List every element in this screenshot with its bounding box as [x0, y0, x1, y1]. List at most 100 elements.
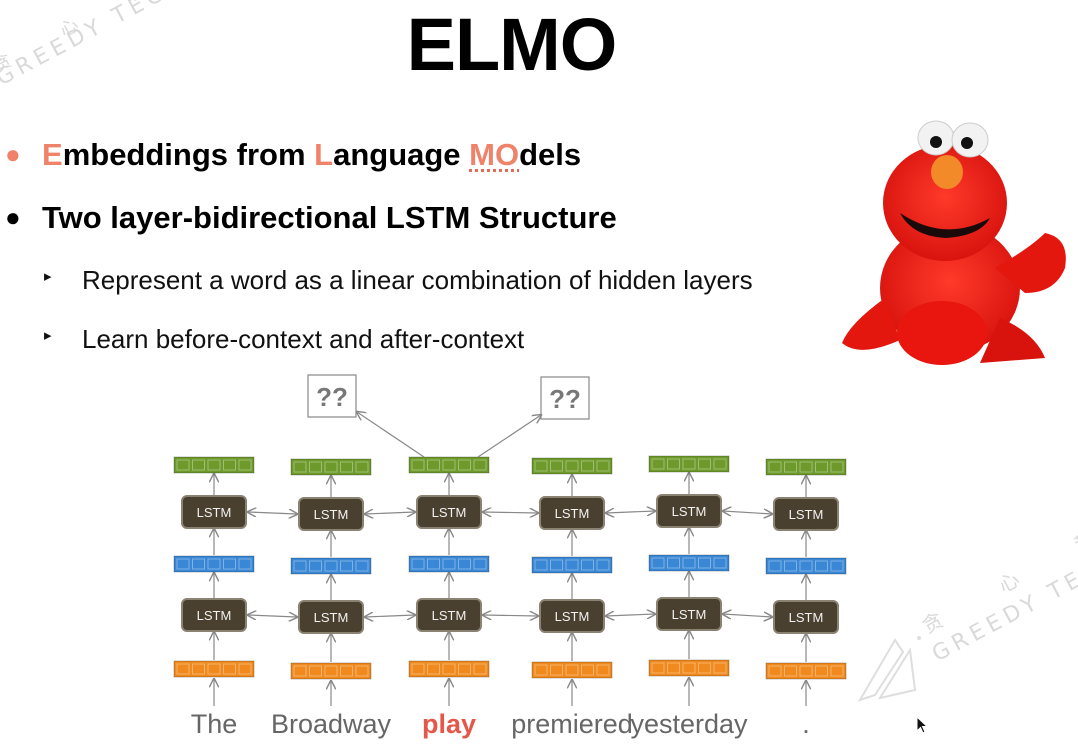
bullet-text: Two layer-bidirectional LSTM Structure	[42, 200, 617, 235]
acronym-letters-mo: MO	[469, 137, 520, 172]
lstm-layer2-bidir-arrow	[248, 512, 297, 514]
slide-title: ELMO	[406, 3, 618, 86]
triangle-bullet-icon: ▸	[44, 268, 52, 285]
lstm-layer1-bidir-arrow	[606, 614, 655, 616]
hidden-vector-cell	[442, 558, 456, 570]
text-fragment: dels	[519, 137, 582, 172]
output-vector-cell	[340, 461, 353, 473]
output-vector-cell	[581, 460, 594, 472]
embedding-vector-cell	[473, 663, 487, 675]
hidden-vector-cell	[207, 558, 221, 570]
embedding-vector-cell	[238, 663, 252, 675]
text-fragment: anguage	[333, 137, 470, 172]
lstm-layer2-cell	[298, 497, 364, 531]
output-prediction-label: ??	[549, 384, 581, 414]
hidden-vector-cell	[667, 557, 680, 569]
embedding-vector-cell	[565, 664, 579, 676]
output-vector-cell	[534, 460, 548, 472]
embedding-vector-cell	[324, 665, 338, 677]
embedding-vector-cell	[682, 662, 696, 674]
hidden-vector-cell	[682, 557, 696, 569]
hidden-vector-cell	[815, 560, 828, 572]
lstm-layer2-cell	[656, 494, 722, 528]
subbullet-text: Represent a word as a linear combination…	[82, 265, 753, 295]
embedding-vector-cell	[176, 663, 190, 675]
embedding-vector-cell	[651, 662, 665, 674]
output-vector-cell	[651, 458, 665, 470]
output-prediction-box	[307, 374, 357, 418]
output-vector-cell	[411, 459, 425, 471]
lstm-layer2-cell-label: LSTM	[789, 507, 824, 522]
hidden-vector-cell	[340, 560, 353, 572]
hidden-vector-cell	[830, 560, 844, 572]
output-vector-cell	[682, 458, 696, 470]
hidden-vector-cell	[411, 558, 425, 570]
embedding-vector-cell	[458, 663, 471, 675]
output-vector-cell	[223, 459, 236, 471]
lstm-layer2-bidir-arrow	[483, 512, 538, 513]
text-fragment: mbeddings from	[62, 137, 315, 172]
embedding-vector-cell	[309, 665, 322, 677]
lstm-layer1-bidir-arrow	[248, 615, 297, 617]
embedding-vector-cell	[784, 665, 797, 677]
embedding-vector-cell	[223, 663, 236, 675]
lstm-layer1-cell-label: LSTM	[197, 608, 232, 623]
output-vector-cell	[596, 460, 610, 472]
embedding-vector-cell	[581, 664, 594, 676]
output-vector-cell	[324, 461, 338, 473]
hidden-vector-cell	[458, 558, 471, 570]
lstm-layer2-bidir-arrow	[606, 511, 655, 513]
lstm-layer2-bidir-arrow	[365, 512, 415, 514]
output-vector-cell	[355, 461, 369, 473]
hidden-vector-cell	[799, 560, 813, 572]
bullet-dot-icon: ●	[5, 139, 21, 169]
lstm-layer2-cell-label: LSTM	[314, 507, 349, 522]
output-vector-cell	[667, 458, 680, 470]
hidden-vector-cell	[784, 560, 797, 572]
lstm-layer2-cell-label: LSTM	[197, 505, 232, 520]
output-vector-cell	[207, 459, 221, 471]
lstm-layer1-cell-label: LSTM	[789, 610, 824, 625]
lstm-layer2-cell-label: LSTM	[555, 506, 590, 521]
output-vector-cell	[768, 461, 782, 473]
lstm-layer1-cell-label: LSTM	[672, 607, 707, 622]
embedding-vector-cell	[768, 665, 782, 677]
hidden-vector-cell	[713, 557, 727, 569]
output-vector-cell	[238, 459, 252, 471]
hidden-vector-cell	[768, 560, 782, 572]
lstm-layer1-bidir-arrow	[483, 615, 538, 616]
output-vector-cell	[565, 460, 579, 472]
output-vector-cell	[293, 461, 307, 473]
lstm-layer2-cell	[773, 497, 839, 531]
lstm-layer1-cell	[181, 598, 247, 632]
embedding-vector-cell	[713, 662, 727, 674]
lstm-layer1-cell-label: LSTM	[555, 609, 590, 624]
embedding-vector-cell	[355, 665, 369, 677]
hidden-vector-cell	[309, 560, 322, 572]
mouse-cursor-icon	[916, 716, 929, 734]
output-vector-cell	[698, 458, 711, 470]
output-vector-cell	[176, 459, 190, 471]
prediction-arrow-left	[357, 412, 425, 458]
embedding-vector-cell	[799, 665, 813, 677]
hidden-vector-cell	[565, 559, 579, 571]
hidden-vector-cell	[651, 557, 665, 569]
elmo-image	[842, 120, 1066, 365]
hidden-vector-cell	[355, 560, 369, 572]
embedding-vector-cell	[830, 665, 844, 677]
embedding-vector-cell	[207, 663, 221, 675]
bullet-text: Embeddings from Language MOdels	[42, 137, 581, 173]
lstm-layer2-cell	[416, 495, 482, 529]
hidden-vector-cell	[238, 558, 252, 570]
output-prediction-box	[540, 376, 590, 420]
output-vector-cell	[442, 459, 456, 471]
token-word: premiered	[511, 709, 633, 739]
lstm-layer1-cell	[416, 598, 482, 632]
bullet-dot-icon: ●	[5, 202, 21, 232]
output-vector-cell	[427, 459, 440, 471]
embedding-vector-cell	[427, 663, 440, 675]
token-word: Broadway	[271, 709, 392, 739]
token-word: play	[422, 709, 476, 739]
hidden-vector-cell	[223, 558, 236, 570]
